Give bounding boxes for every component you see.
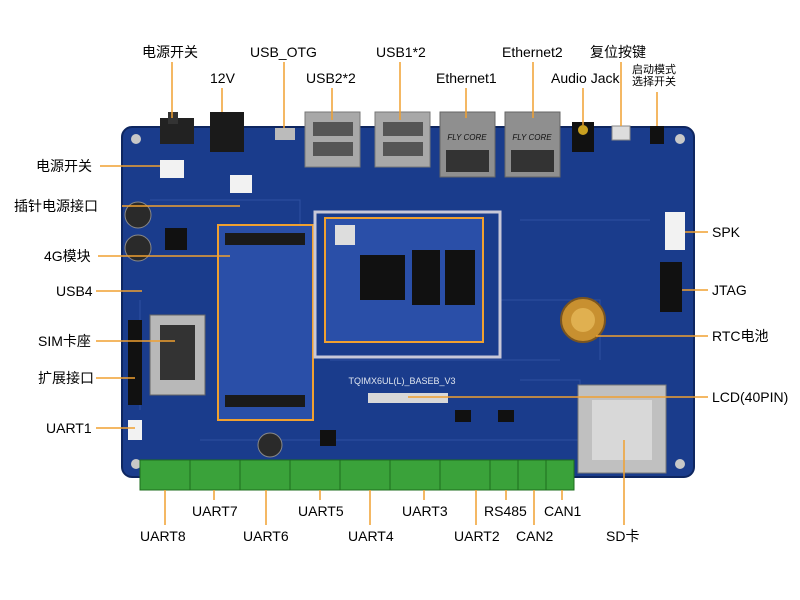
spk-connector bbox=[665, 212, 685, 250]
boot-switch bbox=[650, 126, 664, 144]
label-usb1: USB1*2 bbox=[376, 44, 426, 60]
lcd-connector bbox=[368, 393, 448, 403]
eth1-brand: FLY CORE bbox=[447, 133, 487, 142]
label-can2: CAN2 bbox=[516, 528, 554, 544]
label-can1: CAN1 bbox=[544, 503, 582, 519]
capacitor bbox=[124, 201, 152, 229]
label-expansion: 扩展接口 bbox=[38, 370, 94, 386]
label-power-switch-top: 电源开关 bbox=[142, 44, 198, 60]
label-uart3: UART3 bbox=[402, 503, 448, 519]
uart1-connector bbox=[128, 420, 142, 440]
expansion-header bbox=[128, 320, 142, 405]
label-uart2: UART2 bbox=[454, 528, 500, 544]
label-uart4: UART4 bbox=[348, 528, 394, 544]
mount-hole bbox=[131, 459, 141, 469]
label-rs485: RS485 bbox=[484, 503, 527, 519]
label-sim: SIM卡座 bbox=[38, 333, 91, 349]
eth2-brand: FLY CORE bbox=[512, 133, 552, 142]
label-rtc: RTC电池 bbox=[712, 328, 769, 344]
label-12v: 12V bbox=[210, 70, 235, 86]
audio-jack bbox=[572, 122, 594, 152]
label-pin-power: 插针电源接口 bbox=[14, 198, 98, 214]
jtag-header bbox=[660, 262, 682, 312]
label-ethernet2: Ethernet2 bbox=[502, 44, 563, 60]
label-uart5: UART5 bbox=[298, 503, 344, 519]
usb-otg-port bbox=[275, 128, 295, 140]
label-sd: SD卡 bbox=[606, 528, 640, 544]
label-uart6: UART6 bbox=[243, 528, 289, 544]
reset-button bbox=[611, 125, 631, 141]
terminal-blocks bbox=[139, 459, 575, 491]
label-reset: 复位按键 bbox=[590, 44, 646, 60]
label-usb4: USB4 bbox=[56, 283, 93, 299]
label-boot-mode: 启动模式 选择开关 bbox=[632, 64, 676, 88]
silkscreen-text: TQIMX6UL(L)_BASEB_V3 bbox=[348, 376, 455, 386]
label-spk: SPK bbox=[712, 224, 741, 240]
usb2-port bbox=[304, 111, 361, 168]
label-uart7: UART7 bbox=[192, 503, 238, 519]
label-lcd: LCD(40PIN) bbox=[712, 389, 789, 405]
capacitor bbox=[257, 432, 283, 458]
pin-power-connector bbox=[230, 175, 252, 193]
mount-hole bbox=[675, 459, 685, 469]
leader-lines bbox=[96, 62, 708, 525]
mount-hole bbox=[131, 134, 141, 144]
mount-hole bbox=[675, 134, 685, 144]
label-audio-jack: Audio Jack bbox=[551, 70, 620, 86]
label-uart8: UART8 bbox=[140, 528, 186, 544]
capacitor bbox=[124, 234, 152, 262]
dc-jack bbox=[210, 112, 244, 152]
label-usb-otg: USB_OTG bbox=[250, 44, 317, 60]
label-uart1: UART1 bbox=[46, 420, 92, 436]
label-ethernet1: Ethernet1 bbox=[436, 70, 497, 86]
4g-module-slot bbox=[217, 224, 314, 421]
label-jtag: JTAG bbox=[712, 282, 747, 298]
power-connector bbox=[160, 160, 184, 178]
usb1-port bbox=[374, 111, 431, 168]
core-module-frame bbox=[313, 210, 502, 359]
label-power-switch-left: 电源开关 bbox=[36, 158, 92, 174]
label-4g-module: 4G模块 bbox=[44, 248, 91, 264]
label-usb2: USB2*2 bbox=[306, 70, 356, 86]
